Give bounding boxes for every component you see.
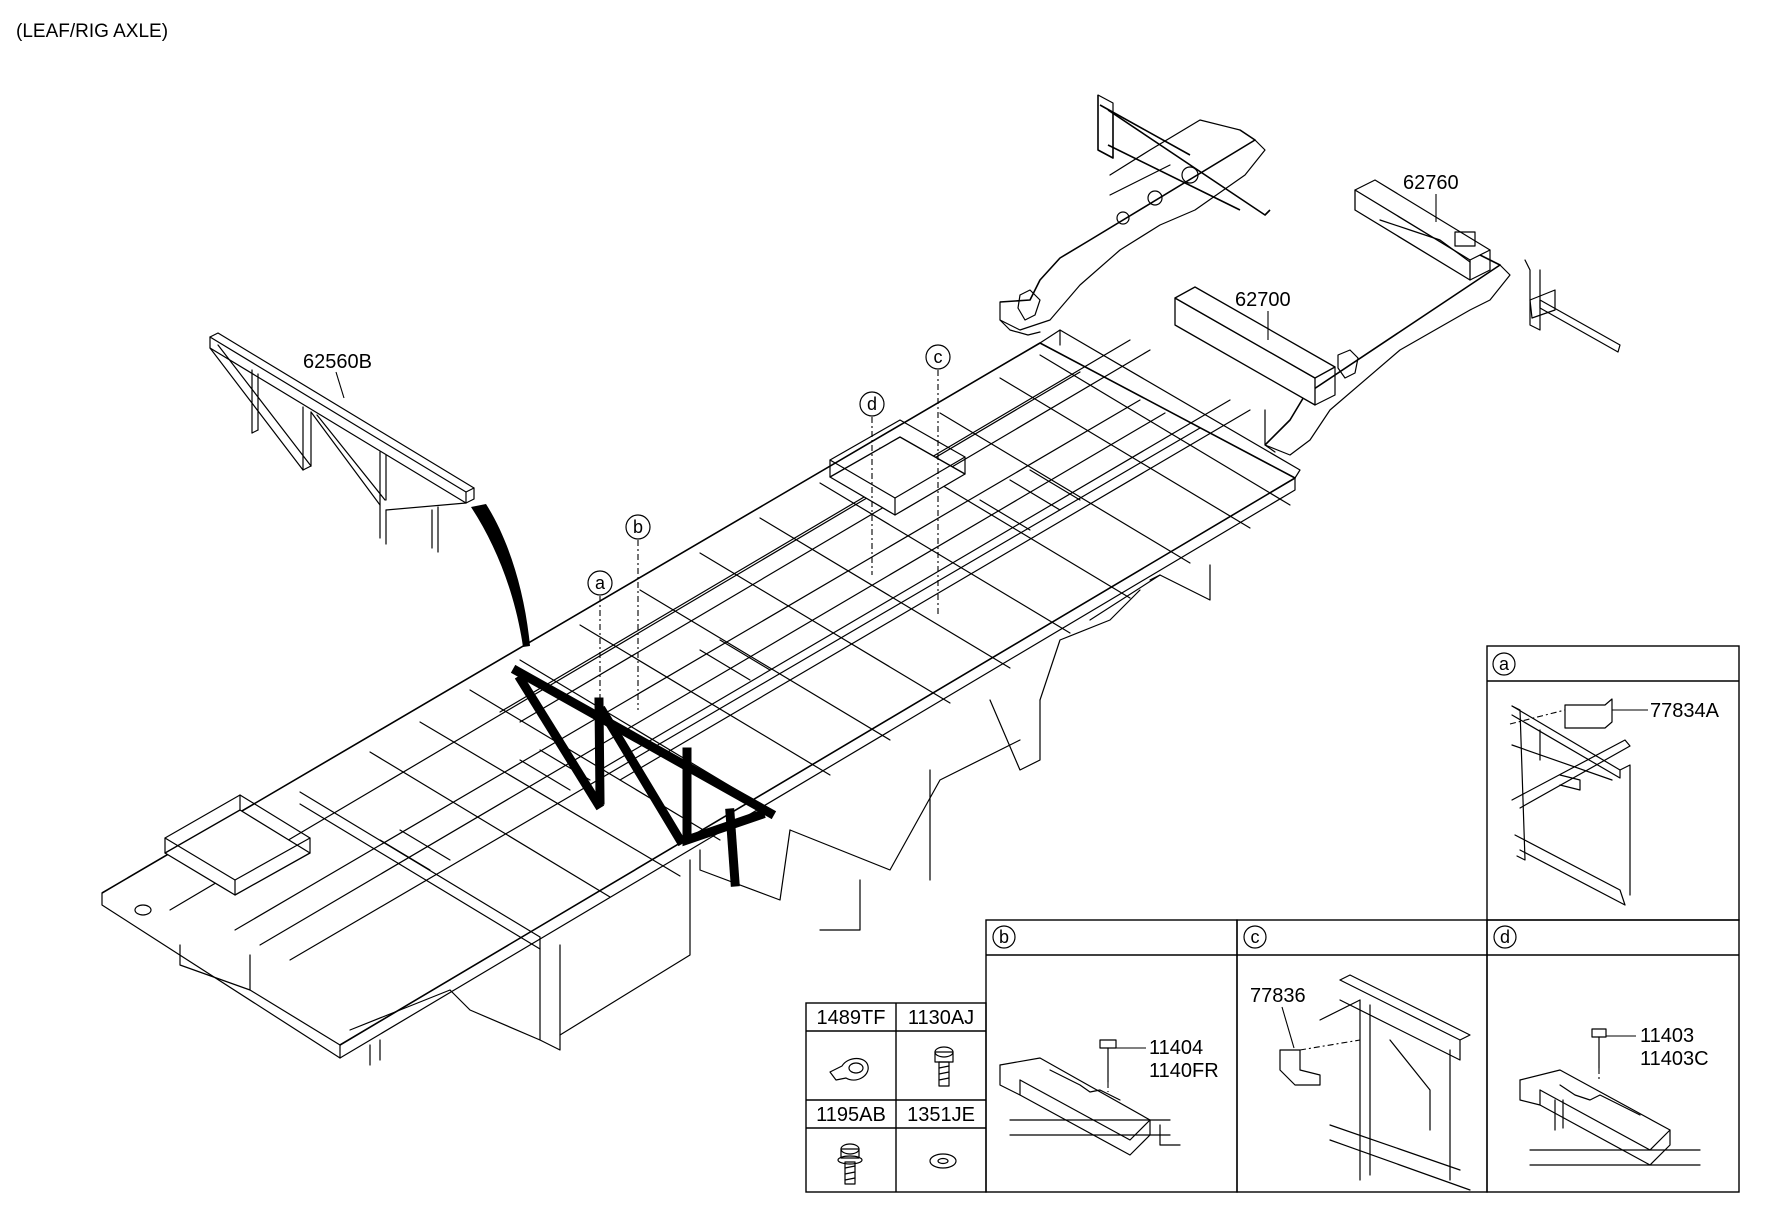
callout-d[interactable]: d xyxy=(859,391,885,417)
detail-panel-a: a 77834A xyxy=(1486,645,1740,921)
flange-bolt-icon xyxy=(837,1143,863,1185)
detail-d-part-1: 11403 xyxy=(1640,1025,1694,1047)
detail-c-part: 77836 xyxy=(1250,985,1306,1007)
callout-c[interactable]: c xyxy=(925,344,951,370)
callout-d-letter: d xyxy=(867,394,877,414)
detail-a-part: 77834A xyxy=(1650,700,1720,722)
clamp-icon xyxy=(829,1057,869,1081)
fastener-table: 1489TF 1130AJ 1195AB 1351JE xyxy=(805,1002,987,1193)
callout-b-letter: b xyxy=(633,517,643,537)
bolt-icon xyxy=(934,1046,954,1087)
detail-d-part-2: 11403C xyxy=(1640,1048,1709,1070)
detail-b-letter: b xyxy=(999,927,1009,947)
washer-icon xyxy=(929,1153,957,1169)
label-62700: 62700 xyxy=(1235,289,1291,311)
main-frame-drawing xyxy=(101,329,1301,1066)
callout-b[interactable]: b xyxy=(625,514,651,540)
detail-a-letter: a xyxy=(1499,654,1510,674)
callout-a[interactable]: a xyxy=(587,570,613,596)
detail-panel-d: d 11403 11403C xyxy=(1486,919,1740,1193)
detail-panel-c: c 77836 xyxy=(1236,919,1488,1193)
callout-a-letter: a xyxy=(595,573,606,593)
highlighted-brace xyxy=(510,664,777,887)
rear-frame-drawing xyxy=(999,94,1621,456)
label-62560b: 62560B xyxy=(303,351,372,373)
label-62760: 62760 xyxy=(1403,172,1459,194)
detail-b-part-2: 1140FR xyxy=(1149,1060,1219,1082)
detail-c-letter: c xyxy=(1251,927,1260,947)
brace-62560b-drawing xyxy=(209,332,475,553)
callout-c-letter: c xyxy=(934,347,943,367)
fastener-code-1130aj: 1130AJ xyxy=(908,1007,974,1029)
fastener-code-1489tf: 1489TF xyxy=(817,1007,886,1029)
fastener-code-1195ab: 1195AB xyxy=(816,1104,886,1126)
location-arrow xyxy=(471,504,530,647)
detail-d-letter: d xyxy=(1500,927,1510,947)
fastener-code-1351je: 1351JE xyxy=(907,1104,975,1126)
diagram-title: (LEAF/RIG AXLE) xyxy=(16,21,168,42)
detail-panel-b: b 11404 1140FR xyxy=(985,919,1238,1193)
detail-b-part-1: 11404 xyxy=(1149,1037,1203,1059)
